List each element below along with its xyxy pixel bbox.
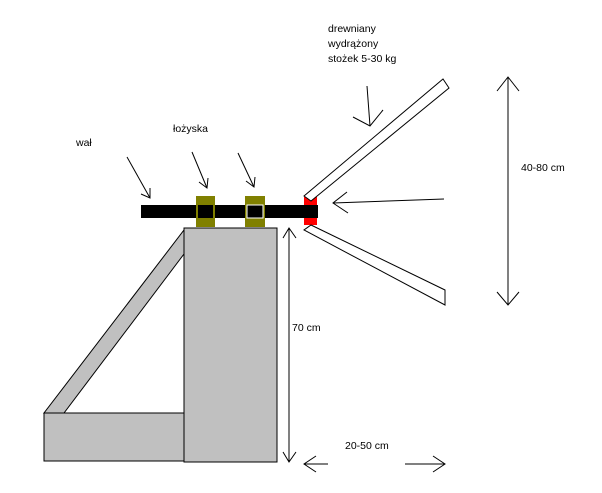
- bearing-pointer-arrow-right: [237, 152, 256, 188]
- bearing-pointer-arrow-left: [191, 151, 209, 189]
- stand-height-label: 70 cm: [292, 322, 321, 334]
- cone-label-line-1: drewniany: [328, 23, 377, 35]
- stand-base-foot: [43, 412, 185, 462]
- cone-label-line-3: stożek 5-30 kg: [328, 53, 396, 65]
- cone-depth-dimension-arrow: [303, 455, 446, 473]
- shaft-pointer-arrow: [126, 156, 151, 199]
- stand-diagonal-brace: [42, 228, 185, 414]
- stand-height-dimension-arrow: [282, 227, 297, 463]
- cone-pointer-arrow-side: [332, 191, 445, 214]
- bearings-label: łożyska: [173, 123, 208, 135]
- shaft-label: wał: [75, 137, 92, 149]
- bearing-left: [196, 196, 215, 227]
- cone-lower-wall: [303, 224, 446, 306]
- cone-height-label: 40-80 cm: [521, 162, 565, 174]
- cone-label-line-2: wydrążony: [327, 38, 379, 50]
- bearing-right: [245, 196, 265, 227]
- cone-height-dimension-arrow: [496, 76, 520, 306]
- cone-upper-wall: [303, 78, 450, 202]
- cone-depth-label: 20-50 cm: [345, 440, 389, 452]
- shaft: [141, 205, 318, 218]
- cone-pointer-arrow-top: [352, 85, 384, 127]
- stand-pillar: [183, 227, 278, 463]
